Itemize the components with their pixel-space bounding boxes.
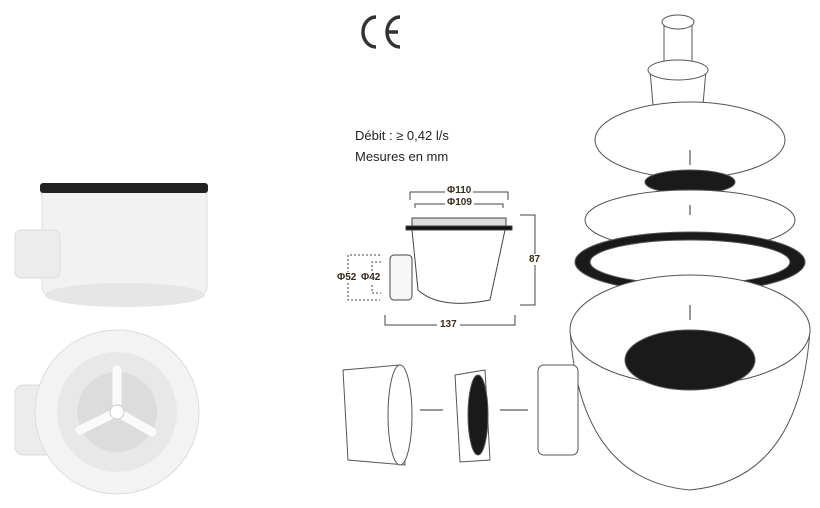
flow-rate-label: Débit : ≥ 0,42 l/s — [355, 128, 449, 143]
height-label: 87 — [527, 254, 543, 265]
drain-top-photo — [14, 329, 200, 495]
units-label: Mesures en mm — [355, 149, 449, 164]
exploded-view — [342, 14, 811, 491]
length-label: 137 — [437, 319, 460, 330]
inner-diameter-label: Φ109 — [445, 197, 474, 208]
ce-mark — [361, 15, 401, 49]
outlet-outer-label: Φ52 — [337, 272, 357, 283]
drain-side-photo — [14, 183, 208, 307]
outer-diameter-label: Φ110 — [445, 185, 474, 196]
dimension-drawing — [347, 191, 536, 326]
outlet-inner-label: Φ42 — [361, 272, 381, 283]
